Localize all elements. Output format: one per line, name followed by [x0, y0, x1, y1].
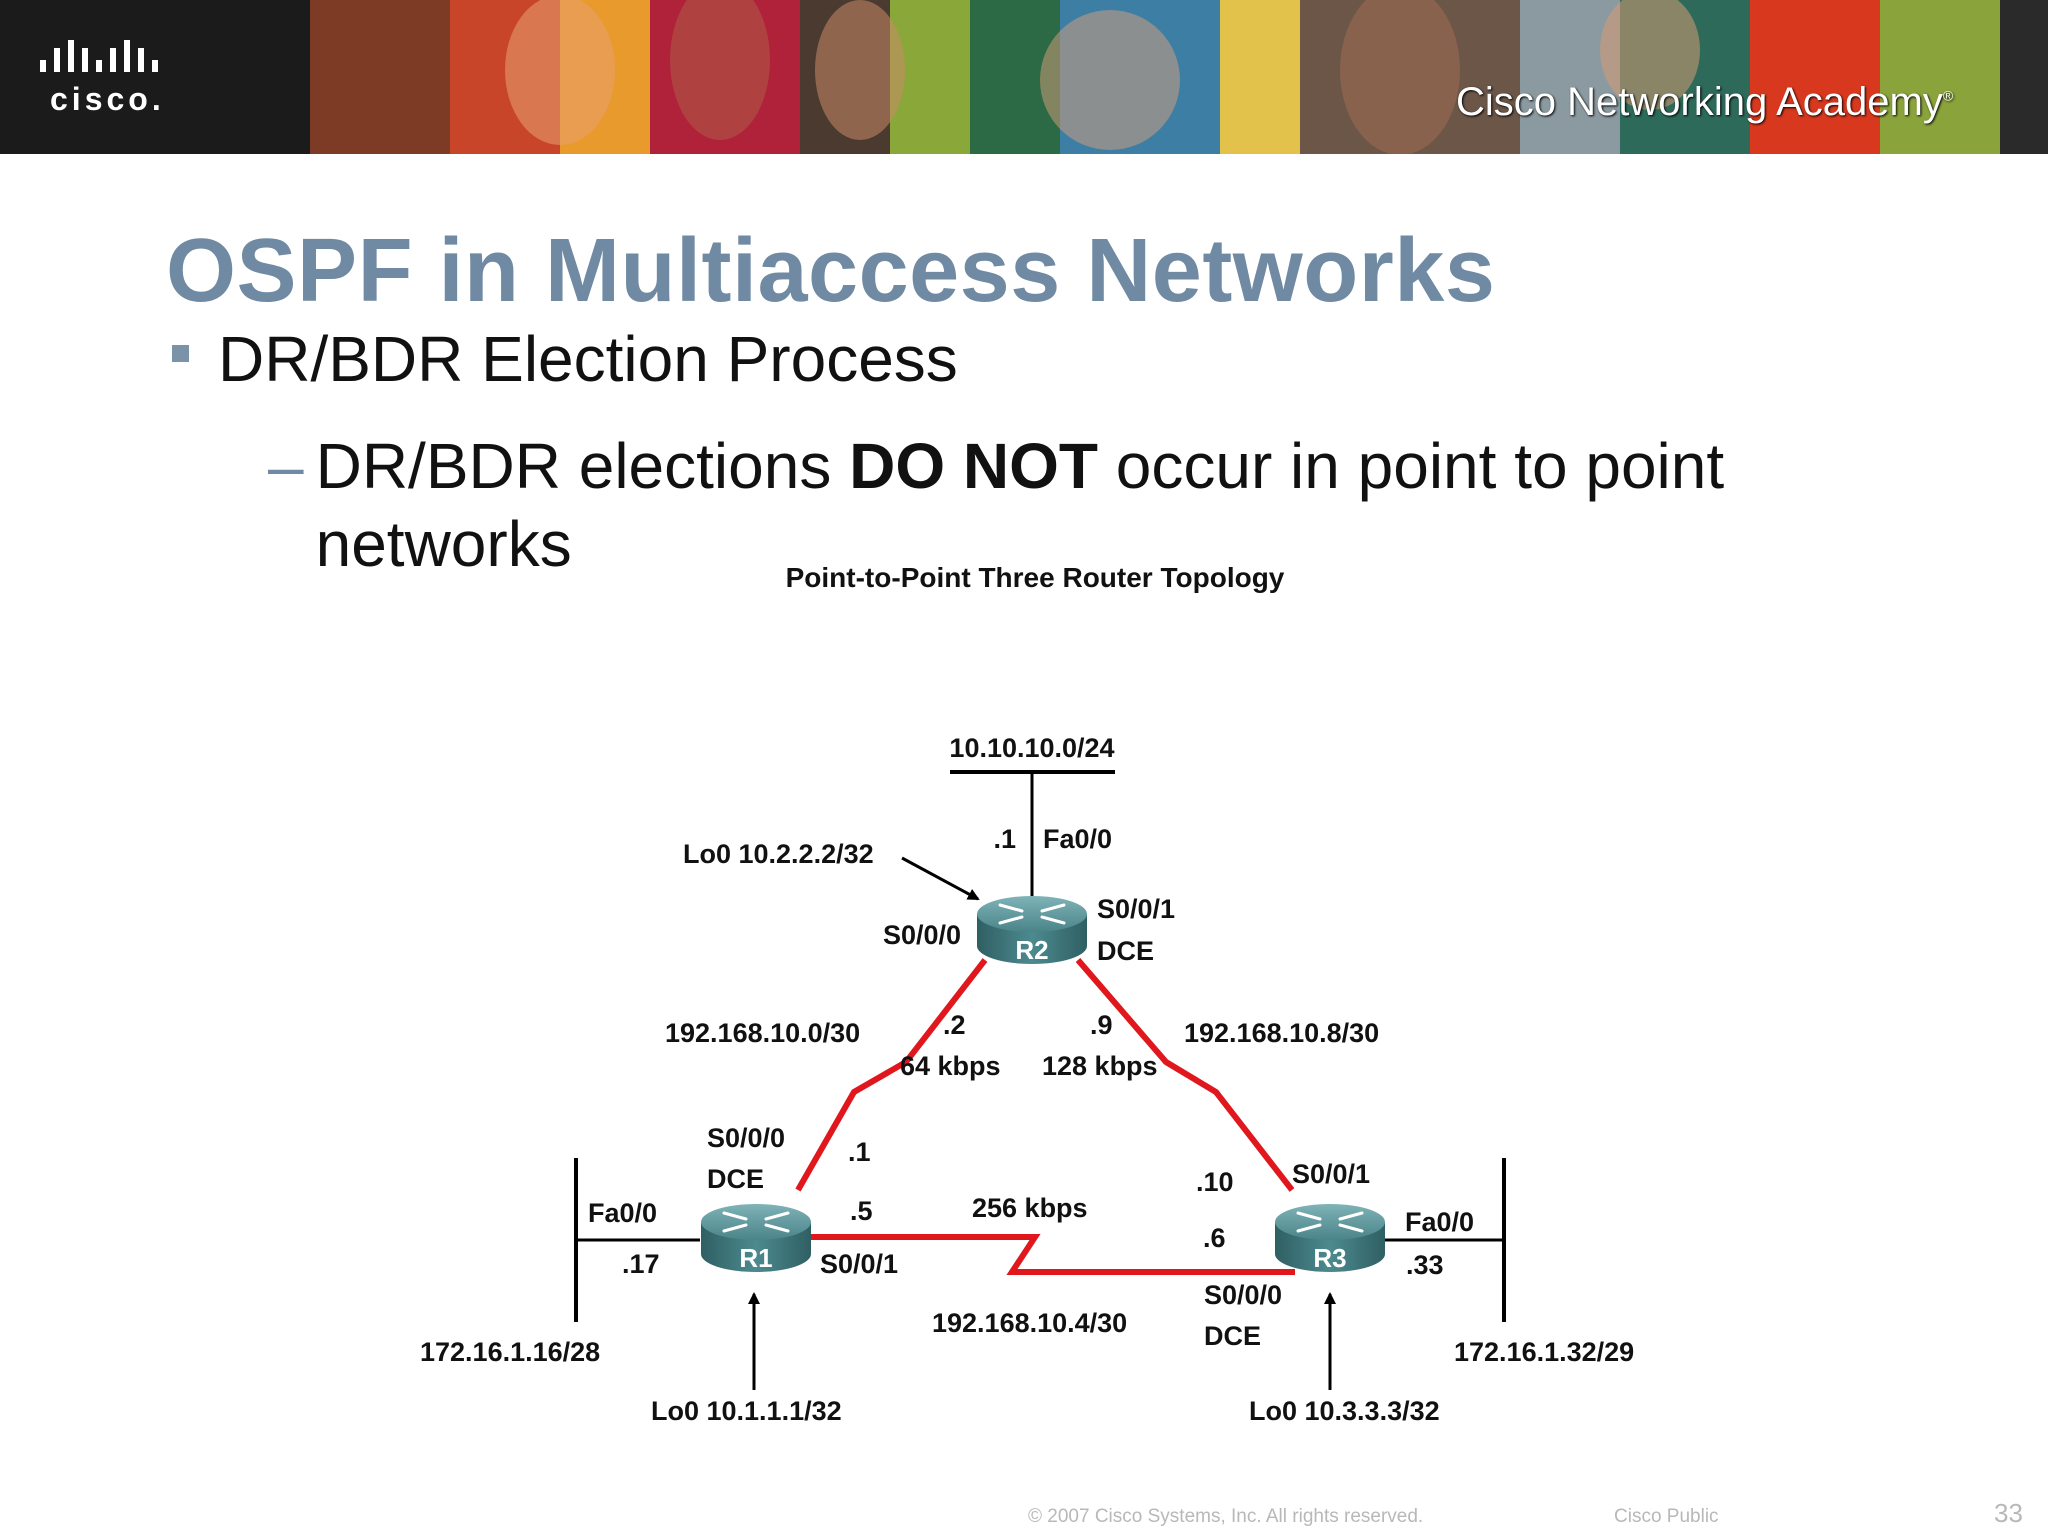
slide-title: OSPF in Multiaccess Networks	[166, 221, 1496, 321]
footer-classification: Cisco Public	[1614, 1506, 1719, 1527]
r1-s001-label: S0/0/1	[820, 1249, 898, 1279]
r3-fa-label: Fa0/0	[1405, 1207, 1474, 1237]
square-bullet-icon	[172, 344, 189, 362]
r2-fa-host-label: .1	[993, 824, 1016, 854]
sub-bullet-item: – DR/BDR elections DO NOT occur in point…	[268, 427, 1876, 583]
r2-s001-dce-label: DCE	[1097, 936, 1154, 966]
r3-s001-label: S0/0/1	[1292, 1159, 1370, 1189]
sub-bullet-text-start: DR/BDR elections	[315, 430, 850, 502]
page-number: 33	[1994, 1498, 2023, 1528]
bullet-text: DR/BDR Election Process	[218, 323, 958, 395]
banner-photo-strip	[0, 0, 2048, 154]
router-r2-icon: R2	[977, 896, 1087, 965]
cisco-wordmark: cisco.	[50, 81, 165, 117]
r1-s000-host-label: .1	[848, 1137, 871, 1167]
serial-link-r2-r3	[1075, 958, 1295, 1192]
r2-loopback-arrow	[901, 856, 980, 901]
link-r2-r3-speed: 128 kbps	[1042, 1051, 1158, 1081]
sub-bullet-text-end: occur in point to point networks	[315, 430, 1725, 580]
link-r1-r2-speed: 64 kbps	[900, 1051, 1001, 1081]
serial-link-r1-r2	[795, 958, 988, 1192]
r1-lan-label: 172.16.1.16/28	[420, 1337, 600, 1367]
r1-loopback-label: Lo0 10.1.1.1/32	[651, 1396, 842, 1426]
router-r3-icon: R3	[1275, 1204, 1385, 1273]
link-r1-r3-network: 192.168.10.4/30	[932, 1308, 1127, 1338]
router-r3-label: R3	[1313, 1243, 1346, 1273]
r2-s000-label: S0/0/0	[883, 920, 961, 950]
r3-s000-dce-label: DCE	[1204, 1321, 1261, 1351]
r3-fa-host-label: .33	[1406, 1250, 1444, 1280]
r1-s000-dce-label: DCE	[707, 1164, 764, 1194]
link-r1-r2-network: 192.168.10.0/30	[665, 1018, 860, 1048]
sub-bullet-emphasis: DO NOT	[849, 430, 1098, 502]
sub-bullet-text: DR/BDR elections DO NOT occur in point t…	[316, 427, 1876, 583]
dash-bullet-icon: –	[268, 430, 304, 502]
link-r1-r2-r2-host: .2	[943, 1010, 966, 1040]
r3-s000-label: S0/0/0	[1204, 1280, 1282, 1310]
r1-s000-label: S0/0/0	[707, 1123, 785, 1153]
r2-loopback-label: Lo0 10.2.2.2/32	[683, 839, 874, 869]
router-r1-icon: R1	[701, 1204, 811, 1273]
bullet-item: DR/BDR Election Process	[172, 322, 958, 396]
r3-lan-label: 172.16.1.32/29	[1454, 1337, 1634, 1367]
r1-fa-host-label: .17	[622, 1249, 660, 1279]
registered-mark: ®	[1942, 87, 1954, 104]
academy-wordmark: Cisco Networking Academy®	[1456, 80, 1953, 125]
r2-fa-label: Fa0/0	[1043, 824, 1112, 854]
academy-name: Cisco Networking Academy	[1456, 80, 1943, 124]
router-r1-label: R1	[739, 1243, 772, 1273]
router-r2-label: R2	[1015, 935, 1048, 965]
r2-s001-label: S0/0/1	[1097, 894, 1175, 924]
cisco-logo: cisco.	[40, 40, 165, 117]
r3-s001-host-label: .10	[1196, 1167, 1234, 1197]
link-r1-r3-speed: 256 kbps	[972, 1193, 1088, 1223]
footer-copyright: © 2007 Cisco Systems, Inc. All rights re…	[1028, 1506, 1424, 1527]
link-r2-r3-r2-host: .9	[1090, 1010, 1113, 1040]
link-r2-r3-network: 192.168.10.8/30	[1184, 1018, 1379, 1048]
serial-link-r1-r3	[800, 1234, 1295, 1275]
r1-fa-label: Fa0/0	[588, 1198, 657, 1228]
header-banner: cisco. Cisco Networking Academy®	[0, 0, 2048, 154]
r3-loopback-label: Lo0 10.3.3.3/32	[1249, 1396, 1440, 1426]
r3-s000-host-label: .6	[1203, 1223, 1226, 1253]
r2-lan-label: 10.10.10.0/24	[949, 733, 1114, 763]
r1-s001-host-label: .5	[850, 1196, 873, 1226]
